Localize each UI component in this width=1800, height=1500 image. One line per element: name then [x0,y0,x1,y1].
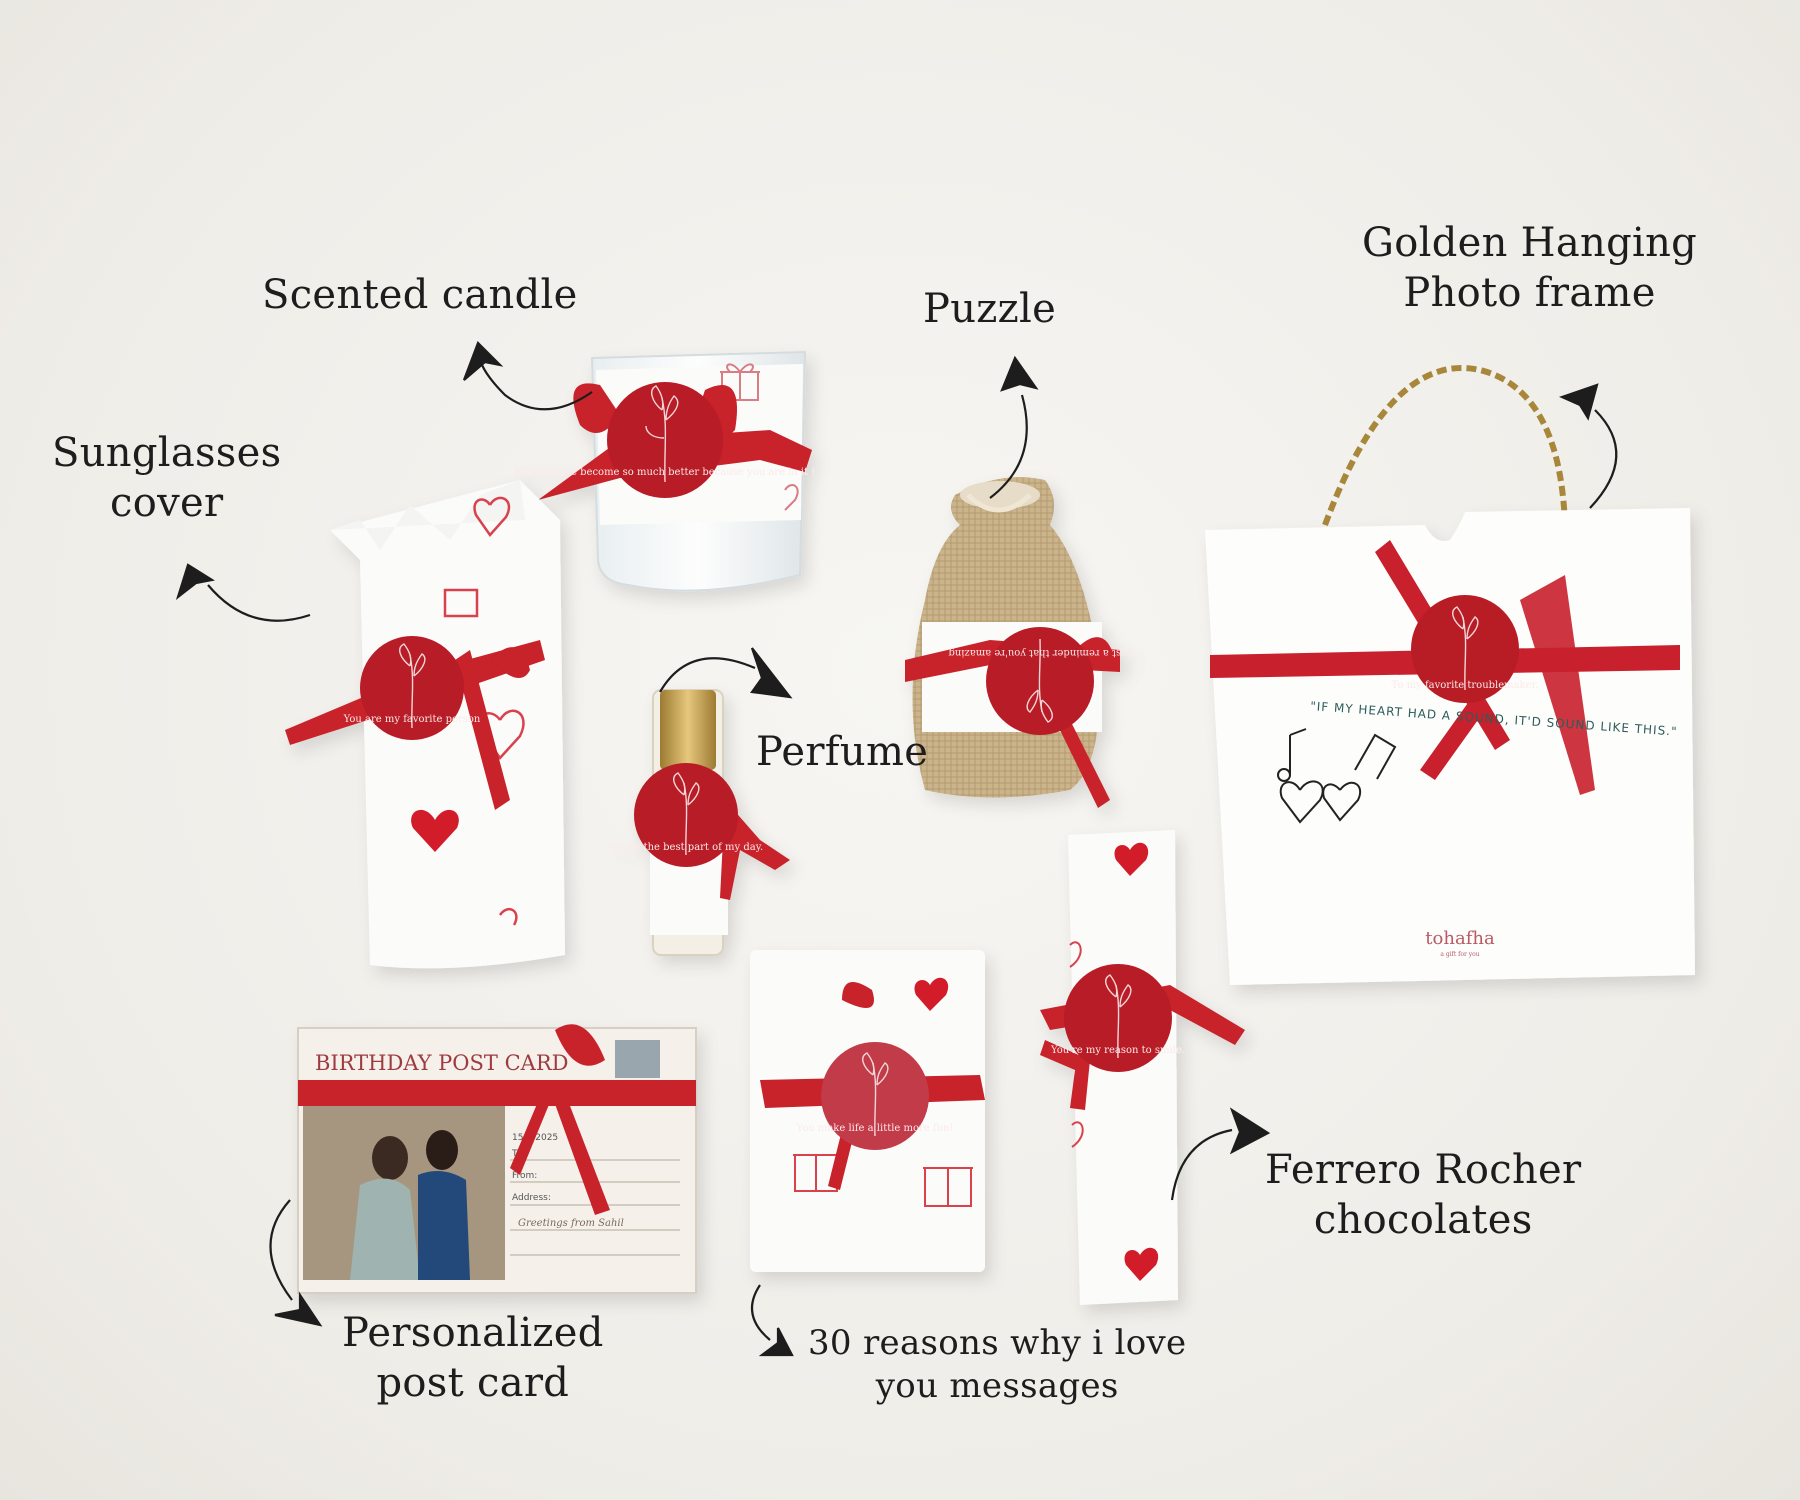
label-thirty-reasons: 30 reasons why i love you messages [808,1322,1186,1407]
ferrero-tag-text: You're my reason to smile. [1050,1045,1185,1056]
brand-tagline: a gift for you [1440,951,1479,958]
puzzle-bag: Just a reminder that you're amazing [905,477,1133,808]
label-sunglasses-line1: Sunglasses [52,430,282,476]
annotation-arrows [175,341,1618,1357]
ferrero-rocher-chocolates: You're my reason to smile. [1040,830,1245,1305]
sunglasses-cover: You are my favorite person [285,480,565,969]
postcard-address-label: Address: [512,1193,551,1203]
arrow-puzzle [989,355,1039,499]
label-puzzle: Puzzle [923,286,1057,332]
arrow-postcard [269,1199,323,1327]
arrow-sunglasses [175,563,311,622]
brand-name: tohafha [1425,928,1495,949]
postcard-from-label: From: [512,1171,537,1181]
label-perfume: Perfume [756,729,929,775]
thirty-reasons-box: You make life a little more fun! [750,950,985,1272]
label-sunglasses-line2: cover [110,480,224,526]
label-ferrero-line1: Ferrero Rocher [1265,1147,1582,1193]
arrow-frame [1558,383,1618,509]
label-golden-frame-line1: Golden Hanging [1362,220,1698,266]
label-personalized-post-card: Personalized post card [342,1308,604,1408]
label-golden-frame: Golden Hanging Photo frame [1362,218,1697,318]
arrow-reasons [750,1284,794,1357]
label-ferrero-rocher: Ferrero Rocher chocolates [1265,1145,1581,1245]
perfume-bottle: You're the best part of my day. [608,689,790,956]
postcard-title: BIRTHDAY POST CARD [315,1051,568,1075]
reasons-tag-text: You make life a little more fun! [795,1123,953,1134]
personalized-post-card: BIRTHDAY POST CARD 15/5/2025 To: From: A… [297,1024,697,1294]
perfume-tag-text: You're the best part of my day. [608,842,763,853]
sunglasses-tag-text: You are my favorite person [343,714,481,725]
label-postcard-line2: post card [376,1360,570,1406]
puzzle-tag-text: Just a reminder that you're amazing [948,647,1133,658]
label-postcard-line1: Personalized [342,1310,604,1356]
scented-candle: My life have become so much better becau… [515,350,816,592]
label-scented-candle: Scented candle [262,272,578,318]
label-ferrero-line2: chocolates [1313,1197,1533,1243]
arrow-ferrero [1170,1107,1271,1201]
candle-tag-text: My life have become so much better becau… [515,467,816,478]
postcard-greeting: Greetings from Sahil [518,1218,624,1229]
arrow-perfume [659,647,793,699]
golden-hanging-photo-frame: "IF MY HEART HAD A SOUND, IT'D SOUND LIK… [1205,364,1695,985]
label-reasons-line2: you messages [875,1365,1119,1406]
arrow-candle [462,341,593,411]
frame-tag-text: To my favorite troublemaker. [1392,680,1539,691]
label-sunglasses-cover: Sunglasses cover [52,428,281,528]
label-golden-frame-line2: Photo frame [1403,270,1656,316]
label-reasons-line1: 30 reasons why i love [808,1323,1187,1363]
